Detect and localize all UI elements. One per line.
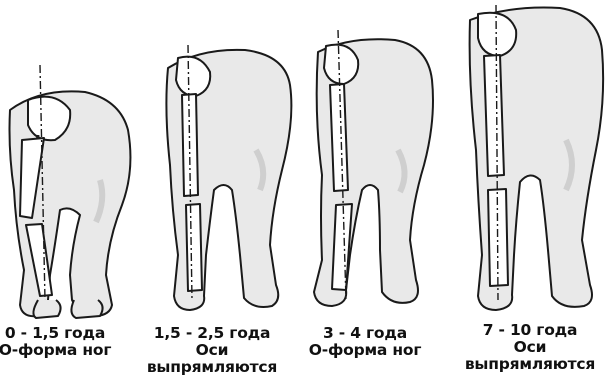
caption-desc: О-форма ног xyxy=(300,342,430,359)
caption-stage-3: 3 - 4 года О-форма ног xyxy=(300,325,430,359)
caption-stage-2: 1,5 - 2,5 года Оси выпрямляются xyxy=(142,325,282,376)
figure-infant-legs xyxy=(10,65,131,318)
caption-desc: Оси xyxy=(142,342,282,359)
caption-stage-1: 0 - 1,5 года О-форма ног xyxy=(0,325,130,359)
figure-school-legs xyxy=(470,5,604,310)
caption-age: 1,5 - 2,5 года xyxy=(142,325,282,342)
figure-toddler-legs xyxy=(166,45,291,310)
caption-desc-2: выпрямляются xyxy=(142,359,282,376)
caption-age: 7 - 10 года xyxy=(455,322,605,339)
caption-age: 0 - 1,5 года xyxy=(0,325,130,342)
caption-age: 3 - 4 года xyxy=(300,325,430,342)
figure-preschool-legs xyxy=(314,30,433,306)
caption-desc-2: выпрямляются xyxy=(455,356,605,373)
caption-desc: Оси xyxy=(455,339,605,356)
caption-stage-4: 7 - 10 года Оси выпрямляются xyxy=(455,322,605,373)
caption-desc: О-форма ног xyxy=(0,342,130,359)
